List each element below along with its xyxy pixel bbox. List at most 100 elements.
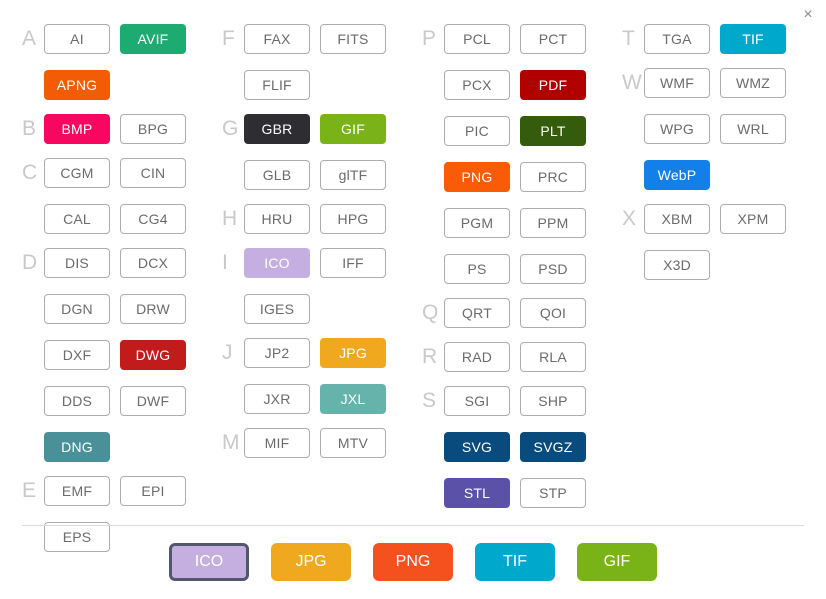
format-button-jxl[interactable]: JXL [320,384,386,414]
format-button-epi[interactable]: EPI [120,476,186,506]
format-button-tif[interactable]: TIF [720,24,786,54]
format-button-prc[interactable]: PRC [520,162,586,192]
format-button-plt[interactable]: PLT [520,116,586,146]
format-button-cal[interactable]: CAL [44,204,110,234]
format-button-wmz[interactable]: WMZ [720,68,786,98]
format-button-dwg[interactable]: DWG [120,340,186,370]
format-button-webp[interactable]: WebP [644,160,710,190]
format-button-jpg[interactable]: JPG [320,338,386,368]
recent-format-gif[interactable]: GIF [577,543,657,581]
format-button-stp[interactable]: STP [520,478,586,508]
format-button-drw[interactable]: DRW [120,294,186,324]
format-button-hpg[interactable]: HPG [320,204,386,234]
format-button-svgz[interactable]: SVGZ [520,432,586,462]
format-button-fax[interactable]: FAX [244,24,310,54]
format-button-iff[interactable]: IFF [320,248,386,278]
format-button-gbr[interactable]: GBR [244,114,310,144]
format-button-dis[interactable]: DIS [44,248,110,278]
format-row: WMF WMZ [644,68,786,98]
format-row: PGM PPM [444,208,586,238]
format-button-avif[interactable]: AVIF [120,24,186,54]
recent-format-ico[interactable]: ICO [169,543,249,581]
format-button-dwf[interactable]: DWF [120,386,186,416]
format-button-gltf[interactable]: glTF [320,160,386,190]
format-button-svg[interactable]: SVG [444,432,510,462]
format-button-sgi[interactable]: SGI [444,386,510,416]
format-button-pgm[interactable]: PGM [444,208,510,238]
format-button-bpg[interactable]: BPG [120,114,186,144]
format-button-rad[interactable]: RAD [444,342,510,372]
format-button-flif[interactable]: FLIF [244,70,310,100]
group-letter: T [622,27,635,50]
format-button-qoi[interactable]: QOI [520,298,586,328]
format-button-cgm[interactable]: CGM [44,158,110,188]
format-row: FLIF [244,70,386,100]
format-row: XBM XPM [644,204,786,234]
format-button-dds[interactable]: DDS [44,386,110,416]
format-button-ai[interactable]: AI [44,24,110,54]
format-button-mif[interactable]: MIF [244,428,310,458]
format-button-cg4[interactable]: CG4 [120,204,186,234]
format-button-wpg[interactable]: WPG [644,114,710,144]
format-row: ICO IFF [244,248,386,278]
format-button-pic[interactable]: PIC [444,116,510,146]
format-button-jp2[interactable]: JP2 [244,338,310,368]
format-button-glb[interactable]: GLB [244,160,310,190]
format-row: PS PSD [444,254,586,284]
format-button-png[interactable]: PNG [444,162,510,192]
format-button-jxr[interactable]: JXR [244,384,310,414]
format-button-pct[interactable]: PCT [520,24,586,54]
format-button-wmf[interactable]: WMF [644,68,710,98]
format-button-hru[interactable]: HRU [244,204,310,234]
format-button-ps[interactable]: PS [444,254,510,284]
format-row: PCX PDF [444,70,586,100]
group-letter: H [222,207,238,230]
format-button-psd[interactable]: PSD [520,254,586,284]
format-button-x3d[interactable]: X3D [644,250,710,280]
format-button-dng[interactable]: DNG [44,432,110,462]
format-row: BMP BPG [44,114,186,144]
recent-format-tif[interactable]: TIF [475,543,555,581]
format-button-cin[interactable]: CIN [120,158,186,188]
format-button-shp[interactable]: SHP [520,386,586,416]
group-rows: AI AVIF APNG [44,24,186,100]
format-button-mtv[interactable]: MTV [320,428,386,458]
format-button-xbm[interactable]: XBM [644,204,710,234]
group-letter: R [422,345,438,368]
format-button-ico[interactable]: ICO [244,248,310,278]
format-button-fits[interactable]: FITS [320,24,386,54]
close-icon[interactable]: × [803,6,813,23]
format-button-iges[interactable]: IGES [244,294,310,324]
format-button-bmp[interactable]: BMP [44,114,110,144]
recent-format-png[interactable]: PNG [373,543,453,581]
group-rows: QRT QOI [444,298,586,328]
format-button-pdf[interactable]: PDF [520,70,586,100]
format-button-dcx[interactable]: DCX [120,248,186,278]
format-button-dxf[interactable]: DXF [44,340,110,370]
format-button-wrl[interactable]: WRL [720,114,786,144]
format-button-emf[interactable]: EMF [44,476,110,506]
format-button-qrt[interactable]: QRT [444,298,510,328]
format-button-xpm[interactable]: XPM [720,204,786,234]
format-button-dgn[interactable]: DGN [44,294,110,324]
format-button-gif[interactable]: GIF [320,114,386,144]
format-button-eps[interactable]: EPS [44,522,110,552]
format-button-tga[interactable]: TGA [644,24,710,54]
format-row: HRU HPG [244,204,386,234]
format-row: CGM CIN [44,158,186,188]
recent-format-jpg[interactable]: JPG [271,543,351,581]
group-letter: C [22,161,38,184]
group-rows: CGM CIN CAL CG4 [44,158,186,234]
group-rows: HRU HPG [244,204,386,234]
group-rows: DIS DCX DGN DRW DXF DWG DDS DWF DNG [44,248,186,462]
format-button-pcx[interactable]: PCX [444,70,510,100]
format-button-stl[interactable]: STL [444,478,510,508]
format-button-apng[interactable]: APNG [44,70,110,100]
format-button-ppm[interactable]: PPM [520,208,586,238]
format-button-pcl[interactable]: PCL [444,24,510,54]
format-button-rla[interactable]: RLA [520,342,586,372]
